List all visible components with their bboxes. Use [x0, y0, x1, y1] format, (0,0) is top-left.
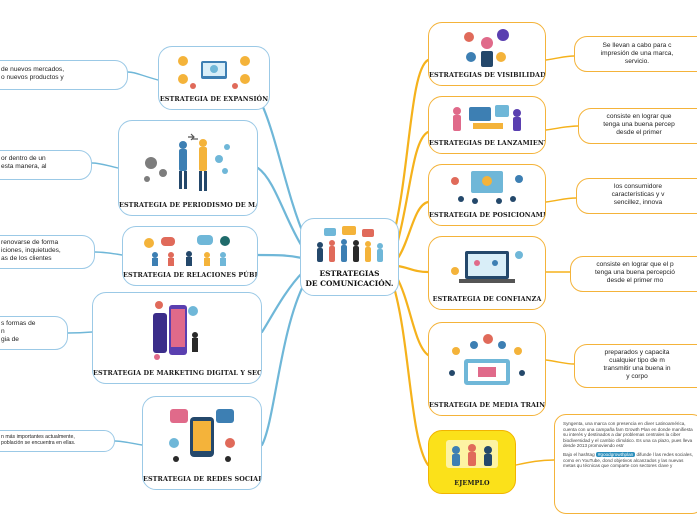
- digital-marketing-illustration: [153, 301, 198, 360]
- node-brand-journalism-strategy[interactable]: ESTRATEGIA DE PERIODISMO DE MARCA: [118, 120, 258, 216]
- node-label: ESTRATEGIAS DE LANZAMIENTO: [429, 139, 546, 147]
- desc-social-media: n más importantes actualmente,población …: [0, 430, 115, 452]
- node-social-media-strategy[interactable]: ESTRATEGIA DE REDES SOCIALES: [142, 396, 262, 490]
- media-training-illustration: [449, 334, 525, 385]
- brand-journalism-illustration: [144, 133, 230, 191]
- central-title: ESTRATEGIAS DE COMUNICACIÓN.: [305, 269, 394, 288]
- node-label: ESTRATEGIA DE PERIODISMO DE MARCA: [119, 201, 257, 209]
- visibility-illustration: [464, 29, 509, 67]
- node-trust-strategy[interactable]: ESTRATEGIA DE CONFIANZA: [428, 236, 546, 310]
- team-people-icon: [316, 226, 383, 262]
- node-example[interactable]: EJEMPLO: [428, 430, 516, 494]
- desc-expansion: de nuevos mercados,o nuevos productos y: [0, 60, 128, 90]
- expansion-illustration: [178, 56, 250, 89]
- node-public-relations-strategy[interactable]: ESTRATEGIA DE RELACIONES PÚBLICAS: [122, 226, 258, 286]
- launch-illustration: [453, 105, 521, 131]
- hashtag-tag: #goodgrowthplan: [595, 451, 636, 457]
- node-positioning-strategy[interactable]: ESTRATEGIA DE POSICIONAMIENTO: [428, 164, 546, 226]
- trust-illustration: [451, 251, 523, 283]
- node-media-training-strategy[interactable]: ESTRATEGIA DE MEDIA TRAINING: [428, 322, 546, 416]
- node-label: ESTRATEGIA DE REDES SOCIALES: [143, 475, 262, 483]
- node-label: ESTRATEGIA DE EXPANSIÓN: [159, 95, 269, 103]
- node-digital-marketing-strategy[interactable]: ESTRATEGIA DE MARKETING DIGITAL Y SEO: [92, 292, 262, 384]
- node-launch-strategy[interactable]: ESTRATEGIAS DE LANZAMIENTO: [428, 96, 546, 154]
- node-label: EJEMPLO: [454, 479, 490, 487]
- node-label: ESTRATEGIA DE POSICIONAMIENTO: [429, 211, 546, 219]
- social-media-illustration: [169, 409, 235, 462]
- positioning-illustration: [451, 171, 523, 204]
- example-description: Syngenta, una marca con presencia en div…: [554, 414, 697, 514]
- example-illustration: [446, 440, 498, 468]
- node-label: ESTRATEGIA DE CONFIANZA: [432, 295, 542, 303]
- node-label: ESTRATEGIAS DE VISIBILIDAD: [429, 71, 546, 79]
- node-visibility-strategy[interactable]: ESTRATEGIAS DE VISIBILIDAD: [428, 22, 546, 86]
- node-label: ESTRATEGIA DE MARKETING DIGITAL Y SEO: [93, 369, 262, 377]
- node-label: ESTRATEGIA DE MEDIA TRAINING: [429, 401, 546, 409]
- public-relations-illustration: [144, 235, 230, 266]
- central-topic[interactable]: ESTRATEGIAS DE COMUNICACIÓN.: [300, 218, 399, 296]
- node-expansion-strategy[interactable]: ESTRATEGIA DE EXPANSIÓN: [158, 46, 270, 110]
- node-label: ESTRATEGIA DE RELACIONES PÚBLICAS: [123, 271, 258, 279]
